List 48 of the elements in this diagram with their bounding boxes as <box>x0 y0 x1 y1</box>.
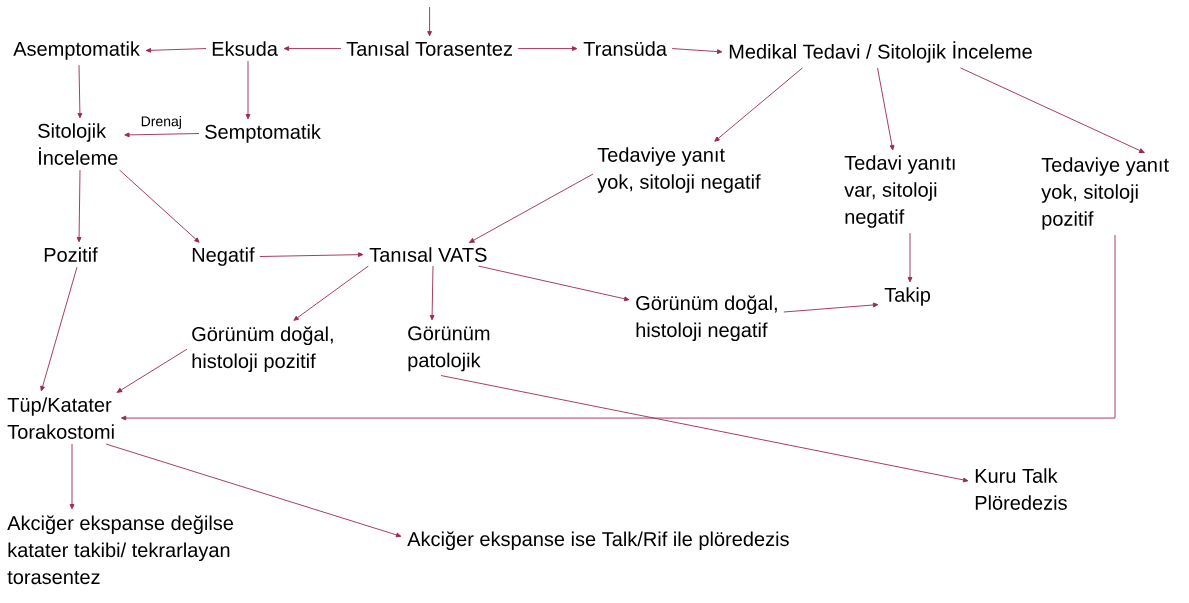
flow-text: Sitolojik İnceleme <box>38 123 118 165</box>
arrow <box>960 67 1145 153</box>
flow-text: Tedaviye yanıt yok, sitoloji negatif <box>597 147 761 193</box>
arrow <box>145 47 207 53</box>
flow-text: Görünüm patolojik <box>408 326 490 372</box>
flow-text: Negatif <box>192 247 255 266</box>
arrow <box>40 266 78 392</box>
flow-text: Kuru Talk Plöredezis <box>975 468 1067 510</box>
flow-text: Tedavi yanıtı var, sitoloji negatif <box>844 155 955 228</box>
arrow <box>517 46 578 51</box>
flow-text: Pozitif <box>44 247 98 262</box>
arrow <box>283 46 342 51</box>
arrow <box>245 60 251 120</box>
flow-text: Semptomatik <box>205 124 321 143</box>
arrow <box>69 443 75 510</box>
arrow <box>119 169 200 243</box>
flow-text: Transüda <box>583 41 667 56</box>
flow-text: Akciğer ekspanse değilse katater takibi/ tekrarlayan torasentez <box>7 515 234 585</box>
flow-text: Tanısal VATS <box>369 247 487 262</box>
arrow <box>440 375 969 483</box>
edge-label: Drenaj <box>139 115 183 131</box>
arrow <box>120 234 1116 421</box>
arrow <box>124 132 200 138</box>
arrow <box>259 252 364 258</box>
arrow <box>671 48 723 54</box>
arrow <box>714 67 803 142</box>
flow-text: Görünüm doğal, histoloji pozitif <box>192 326 333 373</box>
flow-text: Akciğer ekspanse ise Talk/Rif ile plöredezis <box>407 531 789 551</box>
arrow <box>469 173 594 243</box>
flow-text: Tüp/Katater Torakostomi <box>7 397 114 439</box>
arrow <box>478 265 630 302</box>
arrow <box>116 348 188 393</box>
flow-text: Takip <box>884 287 931 306</box>
arrow <box>105 443 402 538</box>
flow-text: Görünüm doğal, histoloji negatif <box>636 295 777 342</box>
arrow <box>76 169 82 243</box>
arrow <box>877 67 895 151</box>
arrow <box>429 265 435 321</box>
flow-text: Medikal Tedavi / Sitolojik İnceleme <box>729 41 1032 63</box>
arrow <box>293 265 369 321</box>
arrow <box>427 6 432 37</box>
arrow <box>77 64 83 119</box>
flow-text: Eksuda <box>212 41 278 56</box>
flow-text: Tanısal Torasentez <box>346 41 512 56</box>
arrow <box>783 302 879 313</box>
flow-text: Tedaviye yanıt yok, sitoloji pozitif <box>1041 157 1169 230</box>
arrow <box>907 232 913 283</box>
flow-text: Asemptomatik <box>13 41 140 60</box>
